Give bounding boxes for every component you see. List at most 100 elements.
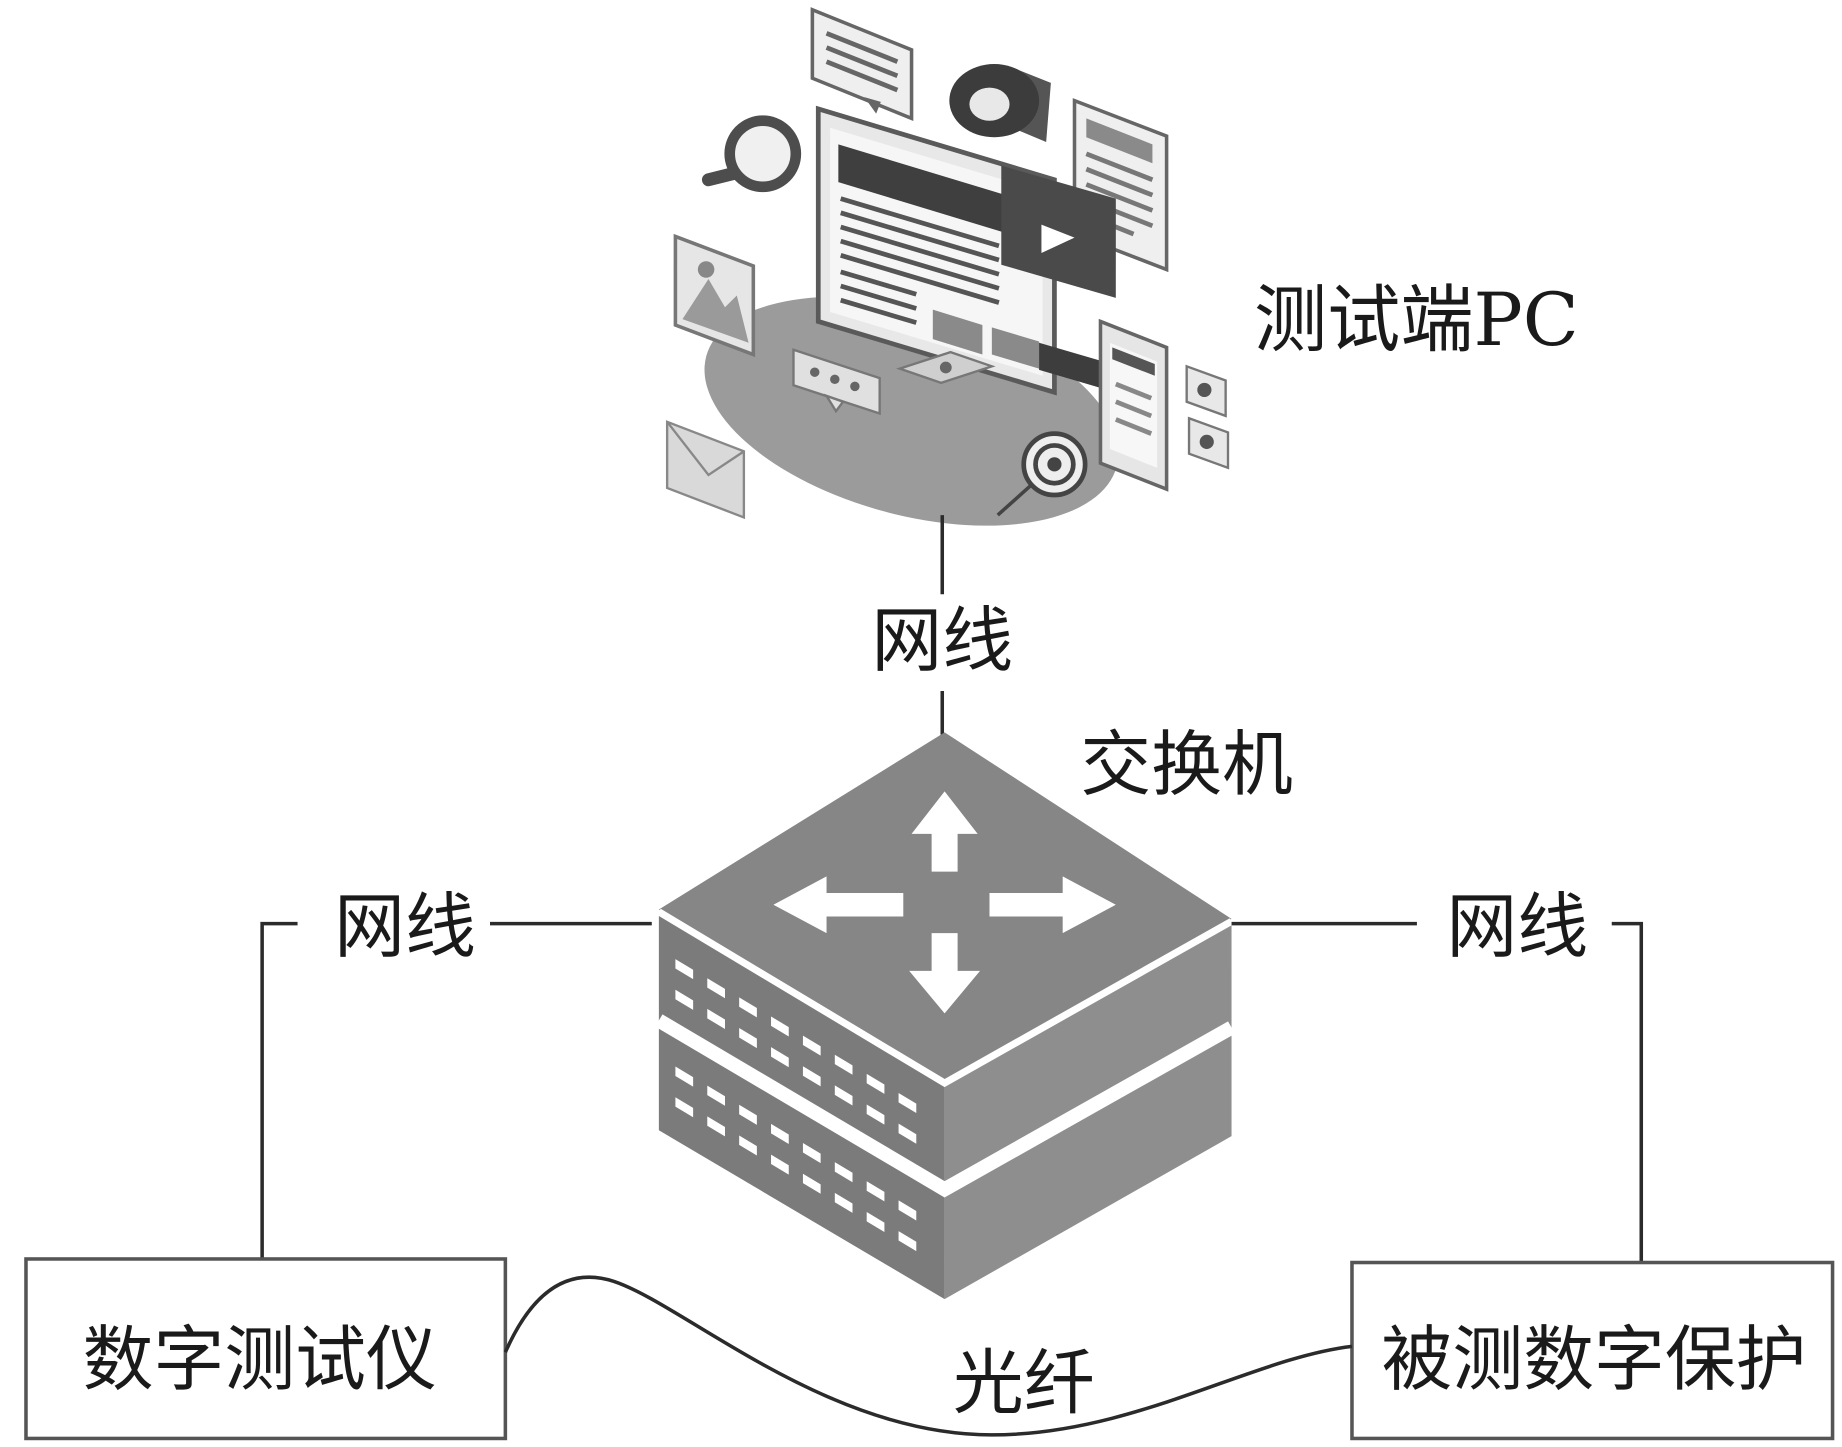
small-icon-glyph	[1197, 382, 1212, 398]
document-block	[1086, 118, 1153, 164]
envelope-icon	[665, 420, 746, 520]
document-line	[1085, 151, 1154, 182]
note-tail	[864, 97, 881, 114]
link-label: 网线	[334, 885, 476, 968]
link-switch-to-protection-under-test: 网线	[1231, 885, 1644, 1263]
phone-line	[1114, 381, 1153, 401]
chat-dot	[830, 374, 840, 385]
switch-port	[707, 978, 725, 999]
switch-port	[739, 1028, 757, 1049]
chat-dot	[810, 367, 820, 377]
link-label: 光纤	[953, 1342, 1095, 1425]
screen-text-line	[840, 224, 1000, 277]
switch-port	[771, 1016, 789, 1037]
protection-under-test-node: 被测数字保护	[1350, 1260, 1835, 1441]
switch-port	[675, 1097, 694, 1118]
chat-dot	[850, 381, 860, 392]
link-label: 网线	[871, 599, 1013, 682]
play-triangle	[1041, 224, 1075, 253]
magnifier-icon	[701, 115, 802, 193]
screen-image-block	[932, 309, 983, 355]
camera-icon	[949, 64, 1051, 142]
screen-text-line	[840, 269, 917, 297]
switch-port	[802, 1035, 821, 1056]
switch-port	[898, 1092, 917, 1114]
target-center	[1047, 457, 1062, 472]
node-label: 被测数字保护	[1382, 1318, 1807, 1401]
switch-port	[834, 1054, 853, 1075]
picture-mountain	[682, 278, 749, 343]
monitor-icon	[815, 105, 1057, 396]
switch-port	[675, 989, 694, 1010]
switch-port	[707, 1116, 725, 1137]
switch-port	[771, 1154, 789, 1175]
arrow-left-icon	[773, 876, 904, 934]
fiber-cable	[503, 1275, 1353, 1437]
digital-tester-node: 数字测试仪	[24, 1257, 508, 1441]
small-icon-glyph	[1199, 434, 1214, 449]
video-player-icon	[1001, 165, 1116, 298]
chat-bubble-icon	[792, 348, 881, 416]
test-pc-illustration	[665, 7, 1230, 526]
envelope-flap	[666, 421, 745, 477]
link-digital-tester-to-switch: 网线	[260, 885, 652, 1259]
switch-port	[802, 1066, 821, 1087]
link-line	[1611, 921, 1644, 1263]
switch-port	[866, 1181, 885, 1202]
small-settings-icons	[1185, 364, 1230, 470]
switch-port	[866, 1073, 885, 1094]
switch-port	[675, 1066, 694, 1087]
link-line	[260, 921, 298, 1259]
target-middle-ring	[1033, 443, 1076, 486]
screen-text-line	[840, 283, 917, 311]
network-switch-icon	[655, 732, 1236, 1300]
switch-port	[675, 959, 694, 980]
link-digital-tester-to-protection-under-test: 光纤	[503, 1275, 1353, 1437]
node-label: 数字测试仪	[83, 1318, 437, 1401]
node-box	[24, 1257, 508, 1441]
switch-port	[707, 1008, 725, 1029]
switch-port	[834, 1192, 853, 1213]
note-line	[825, 45, 899, 79]
screen-header-bar	[838, 144, 1010, 235]
switch-port	[802, 1143, 821, 1164]
switch-top-edge-trim	[657, 908, 1234, 1088]
arrow-up-icon	[911, 791, 978, 872]
switch-port	[898, 1123, 917, 1144]
switch-port	[771, 1047, 789, 1068]
switch-port	[866, 1104, 885, 1125]
switch-port	[739, 1104, 757, 1125]
picture-sun	[697, 261, 715, 278]
switch-port	[802, 1173, 821, 1194]
screen-text-line	[840, 297, 917, 325]
note-icon	[810, 7, 914, 121]
switch-ports	[675, 959, 917, 1252]
switch-port	[739, 1135, 757, 1156]
switch-port	[866, 1211, 885, 1233]
note-line	[825, 31, 899, 64]
switch-port	[739, 997, 757, 1018]
screen-text-line	[840, 210, 1000, 263]
test-pc-label: 测试端PC	[1254, 278, 1579, 363]
phone-icon	[1098, 318, 1169, 492]
switch-layer-divider	[655, 1014, 1236, 1198]
picture-icon	[673, 233, 756, 358]
screen-text-line	[840, 238, 1000, 291]
node-box	[1350, 1260, 1835, 1441]
screen-text-line	[840, 253, 1000, 305]
switch-port	[834, 1085, 853, 1106]
arrow-down-icon	[909, 933, 981, 1014]
switch-port	[898, 1231, 917, 1252]
switch-port	[898, 1200, 917, 1221]
switch-port	[707, 1085, 725, 1106]
document-line	[1085, 182, 1154, 213]
phone-header	[1112, 347, 1155, 376]
phone-screen	[1109, 342, 1158, 468]
switch-port	[834, 1162, 853, 1183]
switch-port	[771, 1123, 789, 1144]
screen-image-block	[991, 327, 1040, 369]
monitor-stand-dot	[939, 361, 952, 374]
arrow-right-icon	[989, 876, 1116, 934]
magnifier-lens	[724, 115, 802, 193]
